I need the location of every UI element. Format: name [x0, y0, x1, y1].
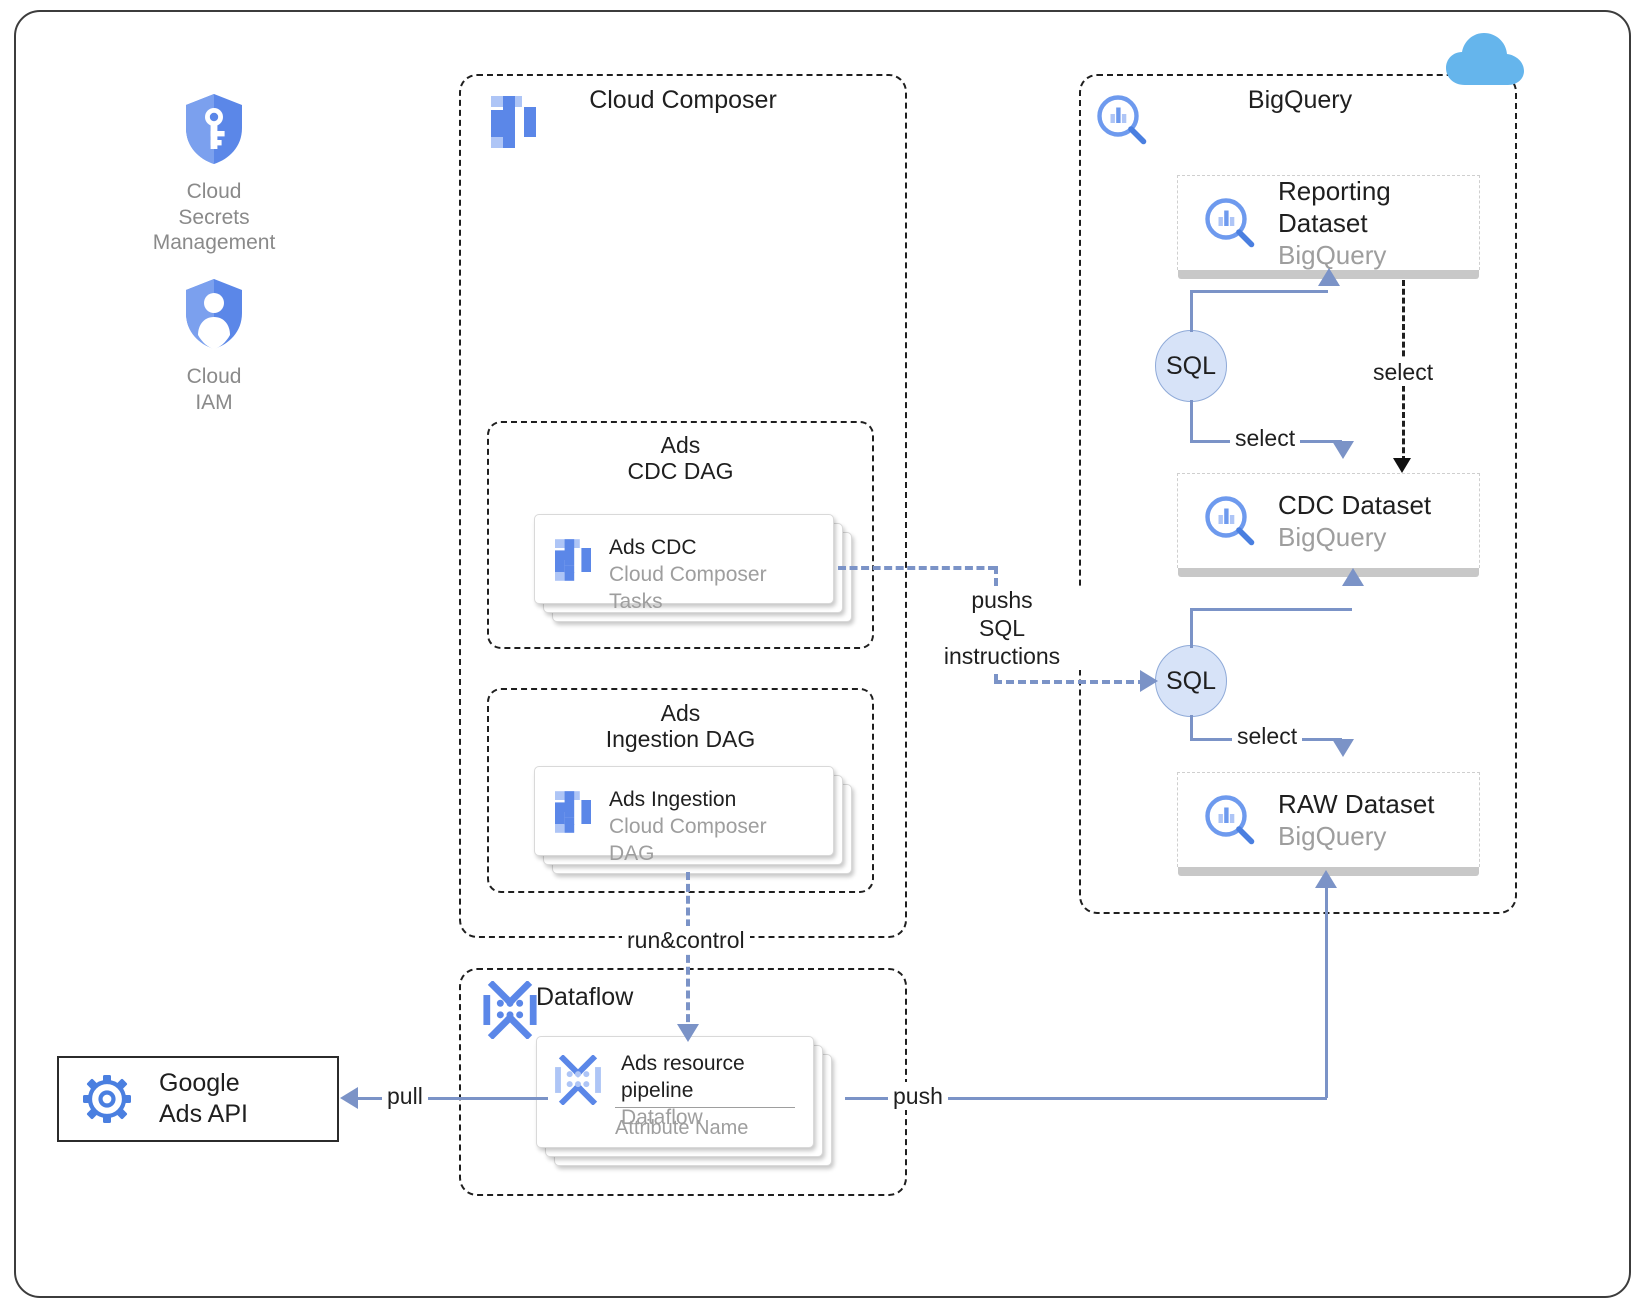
dataset-reporting[interactable]: Reporting Dataset BigQuery	[1177, 175, 1480, 279]
edge-push-arrowhead	[1315, 870, 1337, 888]
cloud-icon	[1446, 33, 1524, 85]
card-ads-ingestion-subtitle-1: Cloud Composer	[609, 814, 767, 838]
card-ads-cdc-title: Ads CDC	[609, 536, 697, 559]
dataset-reporting-subtitle: BigQuery	[1278, 240, 1387, 271]
sql-node-lower-label: SQL	[1165, 666, 1217, 695]
card-ads-resource-pipeline[interactable]: Ads resource pipeline Dataflow Attribute…	[536, 1036, 858, 1166]
edge-pull-arrowhead	[340, 1087, 358, 1109]
edge-pushs-sql-arrowhead	[1140, 670, 1158, 692]
edge-pushs-sql-label: pushs SQL instructions	[922, 586, 1082, 671]
group-dataflow-title: Dataflow	[536, 983, 634, 1011]
dataset-cdc[interactable]: CDC Dataset BigQuery	[1177, 473, 1480, 577]
dataflow-icon	[483, 981, 537, 1039]
card-attribute-name: Attribute Name	[615, 1117, 749, 1139]
subgroup-ads-ingestion-dag-title: Ads Ingestion DAG	[605, 700, 756, 753]
edge-reporting-to-cdc-arrowhead	[1393, 458, 1411, 473]
edge-select-cdc-v	[1190, 400, 1193, 442]
edge-push-label: push	[888, 1082, 948, 1111]
edge-push-line-v	[1325, 888, 1328, 1098]
cloud-composer-icon	[555, 539, 591, 581]
bigquery-icon	[1097, 95, 1147, 145]
shield-person-icon	[186, 279, 242, 350]
edge-reporting-to-cdc-label: select	[1368, 358, 1439, 387]
edge-select-reporting-v	[1190, 290, 1193, 332]
group-cloud-composer-title: Cloud Composer	[589, 86, 777, 114]
diagram-outer-frame	[14, 10, 1631, 1298]
cloud-iam-label: Cloud IAM	[186, 365, 242, 414]
card-pipeline-title: Ads resource pipeline	[621, 1052, 745, 1102]
group-bigquery	[1079, 74, 1517, 914]
cloud-composer-icon	[555, 791, 591, 833]
dataflow-icon	[555, 1055, 601, 1105]
card-divider	[615, 1107, 795, 1108]
card-ads-ingestion[interactable]: Ads Ingestion Cloud Composer DAG	[534, 766, 856, 874]
edge-pull-label: pull	[382, 1082, 428, 1111]
edge-pushs-sql-segment-bottom	[994, 680, 1146, 684]
subgroup-ads-cdc-dag	[487, 421, 874, 649]
google-ads-api-label: Google Ads API	[159, 1068, 248, 1129]
cloud-iam: Cloud IAM	[150, 277, 278, 415]
card-pipeline-subtitle: Dataflow	[621, 1105, 703, 1129]
card-ads-cdc-subtitle-2: Tasks	[609, 589, 663, 613]
cloud-secrets-management-label: Cloud Secrets Management	[152, 180, 276, 255]
edge-run-control-label: run&control	[622, 926, 750, 955]
dataset-raw[interactable]: RAW Dataset BigQuery	[1177, 772, 1480, 876]
sql-node-upper-label: SQL	[1165, 351, 1217, 380]
sql-node-upper[interactable]: SQL	[1155, 330, 1227, 402]
gear-icon	[83, 1075, 131, 1123]
edge-sql-to-cdc-arrowhead	[1342, 568, 1364, 586]
cloud-composer-icon	[491, 96, 536, 148]
edge-select-raw-arrowhead	[1332, 739, 1354, 757]
edge-select-reporting-h	[1190, 290, 1328, 293]
edge-sql-to-cdc-h	[1190, 608, 1352, 611]
dataset-raw-title: RAW Dataset	[1278, 788, 1435, 819]
edge-pushs-sql-segment-top	[838, 566, 996, 570]
bigquery-icon	[1205, 496, 1255, 546]
cloud-secrets-management: Cloud Secrets Management	[150, 92, 278, 256]
edge-push-line-h	[845, 1097, 1327, 1100]
sql-node-lower[interactable]: SQL	[1155, 645, 1227, 717]
dataset-raw-subtitle: BigQuery	[1278, 821, 1387, 851]
bigquery-icon	[1205, 198, 1255, 248]
dataset-reporting-title: Reporting Dataset	[1278, 175, 1391, 238]
card-ads-cdc-subtitle-1: Cloud Composer	[609, 562, 767, 586]
edge-select-reporting-arrowhead	[1318, 268, 1340, 286]
google-ads-api-box[interactable]: Google Ads API	[57, 1056, 339, 1142]
card-ads-ingestion-subtitle-2: DAG	[609, 841, 655, 865]
dataset-cdc-title: CDC Dataset	[1278, 489, 1432, 520]
dataset-cdc-subtitle: BigQuery	[1278, 522, 1387, 552]
edge-select-cdc-arrowhead	[1332, 441, 1354, 459]
edge-select-raw-label: select	[1232, 722, 1303, 751]
edge-select-raw-v	[1190, 715, 1193, 740]
bigquery-icon	[1205, 795, 1255, 845]
shield-key-icon	[186, 94, 242, 164]
subgroup-ads-ingestion-dag	[487, 688, 874, 893]
subgroup-ads-cdc-dag-title: Ads CDC DAG	[627, 432, 734, 485]
edge-pull-line	[358, 1097, 548, 1100]
group-bigquery-title: BigQuery	[1247, 86, 1353, 114]
card-ads-cdc[interactable]: Ads CDC Cloud Composer Tasks	[534, 514, 856, 622]
edge-sql-to-cdc-v	[1190, 608, 1193, 648]
edge-run-control-arrowhead	[677, 1024, 699, 1042]
card-ads-ingestion-title: Ads Ingestion	[609, 788, 737, 811]
edge-select-cdc-label: select	[1230, 424, 1301, 453]
